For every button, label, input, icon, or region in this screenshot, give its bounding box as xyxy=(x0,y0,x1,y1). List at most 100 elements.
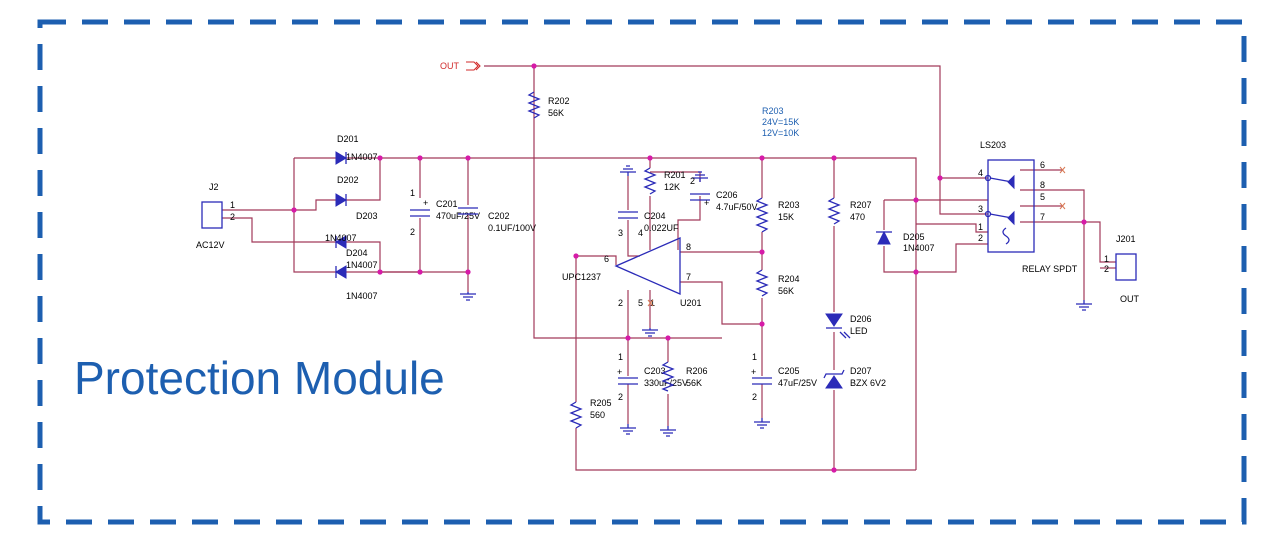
svg-text:C205: C205 xyxy=(778,366,800,376)
svg-text:RELAY SPDT: RELAY SPDT xyxy=(1022,264,1078,274)
svg-text:4: 4 xyxy=(978,168,983,178)
svg-text:7: 7 xyxy=(1040,212,1045,222)
diode-d202: D202 xyxy=(335,175,359,207)
svg-text:4.7uF/50V: 4.7uF/50V xyxy=(716,202,758,212)
resistor-r201: R201 12K xyxy=(643,167,686,195)
svg-text:24V=15K: 24V=15K xyxy=(762,117,799,127)
capacitor-c202: C202 0.1UF/100V xyxy=(458,207,536,233)
capacitor-c206: + 2 C206 4.7uF/50V xyxy=(690,176,758,212)
diode-d201: D201 1N4007 xyxy=(335,134,378,165)
svg-text:1: 1 xyxy=(410,188,415,198)
svg-text:UPC1237: UPC1237 xyxy=(562,272,601,282)
resistor-r206: R206 56K xyxy=(661,361,708,392)
svg-text:D201: D201 xyxy=(337,134,359,144)
svg-text:1: 1 xyxy=(752,352,757,362)
svg-text:BZX 6V2: BZX 6V2 xyxy=(850,378,886,388)
svg-text:2: 2 xyxy=(618,392,623,402)
svg-text:C204: C204 xyxy=(644,211,666,221)
svg-text:D204: D204 xyxy=(346,248,368,258)
svg-text:2: 2 xyxy=(1104,264,1109,274)
out-net-flag: OUT xyxy=(440,61,481,71)
svg-text:0.1UF/100V: 0.1UF/100V xyxy=(488,223,536,233)
svg-text:1: 1 xyxy=(618,352,623,362)
connector-j2: J2 AC12V 1 2 xyxy=(196,182,235,250)
resistor-r207: R207 470 xyxy=(827,197,872,225)
connector-j201: J201 1 2 OUT xyxy=(1104,234,1140,304)
svg-text:R207: R207 xyxy=(850,200,872,210)
svg-text:8: 8 xyxy=(686,242,691,252)
svg-text:1: 1 xyxy=(1104,254,1109,264)
svg-text:D206: D206 xyxy=(850,314,872,324)
svg-text:12V=10K: 12V=10K xyxy=(762,128,799,138)
svg-text:U201: U201 xyxy=(680,298,702,308)
svg-text:1N4007: 1N4007 xyxy=(346,152,378,162)
svg-text:LS203: LS203 xyxy=(980,140,1006,150)
resistor-r202: R202 56K xyxy=(527,91,570,119)
svg-text:2: 2 xyxy=(230,212,235,222)
svg-text:C201: C201 xyxy=(436,199,458,209)
junction-dots xyxy=(291,63,1087,473)
svg-text:+: + xyxy=(617,367,622,377)
svg-text:56K: 56K xyxy=(686,378,702,388)
capacitor-c204: 3 4 C204 0.022UF xyxy=(618,211,679,238)
svg-text:1: 1 xyxy=(978,222,983,232)
diode-d203: D203 1N4007 xyxy=(325,211,378,249)
svg-text:J2: J2 xyxy=(209,182,219,192)
svg-text:6: 6 xyxy=(604,254,609,264)
svg-text:D203: D203 xyxy=(356,211,378,221)
svg-text:1N4007: 1N4007 xyxy=(325,233,357,243)
svg-text:OUT: OUT xyxy=(1120,294,1140,304)
opamp-u201: 6 8 7 2 5 1 UPC1237 U201 xyxy=(562,237,702,308)
svg-text:470uF/25V: 470uF/25V xyxy=(436,211,480,221)
svg-text:7: 7 xyxy=(686,272,691,282)
svg-text:C202: C202 xyxy=(488,211,510,221)
svg-text:1N4007: 1N4007 xyxy=(346,291,378,301)
svg-text:2: 2 xyxy=(410,227,415,237)
svg-text:C203: C203 xyxy=(644,366,666,376)
svg-text:2: 2 xyxy=(978,233,983,243)
svg-text:330uF/25V: 330uF/25V xyxy=(644,378,688,388)
svg-text:4: 4 xyxy=(638,228,643,238)
r203-value-note: R203 24V=15K 12V=10K xyxy=(762,106,799,138)
svg-text:1N4007: 1N4007 xyxy=(346,260,378,270)
svg-text:J201: J201 xyxy=(1116,234,1136,244)
svg-text:C206: C206 xyxy=(716,190,738,200)
resistor-r203: R203 15K xyxy=(755,197,800,233)
svg-text:R206: R206 xyxy=(686,366,708,376)
out-net-label: OUT xyxy=(440,61,460,71)
zener-d207: D207 BZX 6V2 xyxy=(823,366,886,389)
svg-text:15K: 15K xyxy=(778,212,794,222)
svg-text:2: 2 xyxy=(618,298,623,308)
resistor-r205: R205 560 xyxy=(569,398,612,429)
svg-text:1: 1 xyxy=(650,298,655,308)
led-d206: D206 LED xyxy=(825,313,872,339)
dashed-border xyxy=(37,19,1247,525)
relay-ls203: LS203 6 4 8 3 5 7 1 2 RELAY SPDT xyxy=(978,140,1078,274)
capacitor-c201: + 1 2 C201 470uF/25V xyxy=(410,188,480,237)
svg-text:R203: R203 xyxy=(762,106,784,116)
svg-text:5: 5 xyxy=(1040,192,1045,202)
svg-text:R202: R202 xyxy=(548,96,570,106)
svg-text:3: 3 xyxy=(618,228,623,238)
svg-text:2: 2 xyxy=(752,392,757,402)
svg-text:R201: R201 xyxy=(664,170,686,180)
svg-text:2: 2 xyxy=(690,176,695,186)
svg-text:D205: D205 xyxy=(903,232,925,242)
svg-text:3: 3 xyxy=(978,204,983,214)
capacitor-c205: + 1 2 C205 47uF/25V xyxy=(751,352,817,402)
svg-text:56K: 56K xyxy=(778,286,794,296)
svg-text:560: 560 xyxy=(590,410,605,420)
svg-text:12K: 12K xyxy=(664,182,680,192)
svg-text:5: 5 xyxy=(638,298,643,308)
svg-text:56K: 56K xyxy=(548,108,564,118)
svg-text:1N4007: 1N4007 xyxy=(903,243,935,253)
no-connect-marks xyxy=(647,166,1066,307)
svg-text:R203: R203 xyxy=(778,200,800,210)
module-title: Protection Module xyxy=(74,352,445,404)
svg-text:470: 470 xyxy=(850,212,865,222)
resistor-r204: R204 56K xyxy=(755,269,800,297)
svg-text:8: 8 xyxy=(1040,180,1045,190)
svg-text:+: + xyxy=(423,198,428,208)
capacitor-c203: + 1 2 C203 330uF/25V xyxy=(617,352,688,402)
